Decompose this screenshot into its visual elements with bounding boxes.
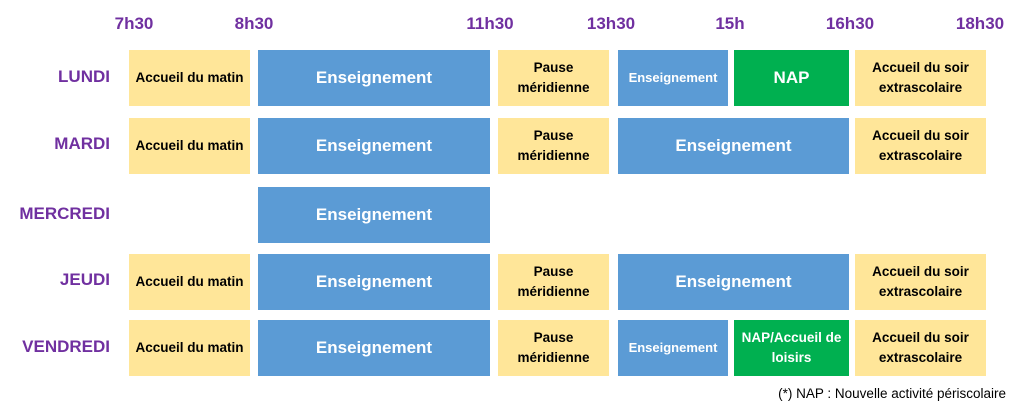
time-label-8h30: 8h30	[234, 14, 274, 33]
block-pause-meridienne: Pause méridienne	[498, 254, 609, 310]
block-accueil-soir: Accueil du soir extrascolaire	[855, 118, 986, 174]
block-enseignement: Enseignement	[618, 118, 849, 174]
block-nap: NAP	[734, 50, 849, 106]
block-accueil-matin: Accueil du matin	[129, 320, 250, 376]
block-enseignement: Enseignement	[618, 320, 728, 376]
block-pause-meridienne: Pause méridienne	[498, 118, 609, 174]
block-accueil-matin: Accueil du matin	[129, 118, 250, 174]
block-enseignement: Enseignement	[258, 50, 490, 106]
block-enseignement: Enseignement	[258, 187, 490, 243]
block-accueil-soir: Accueil du soir extrascolaire	[855, 50, 986, 106]
block-pause-meridienne: Pause méridienne	[498, 320, 609, 376]
block-nap-accueil-loisirs: NAP/Accueil de loisirs	[734, 320, 849, 376]
time-label-7h30: 7h30	[114, 14, 154, 33]
block-accueil-soir: Accueil du soir extrascolaire	[855, 254, 986, 310]
block-enseignement: Enseignement	[258, 254, 490, 310]
time-label-13h30: 13h30	[586, 14, 636, 33]
time-label-11h30: 11h30	[466, 14, 514, 33]
time-label-18h30: 18h30	[955, 14, 1005, 33]
block-enseignement: Enseignement	[258, 320, 490, 376]
day-label-lundi: LUNDI	[58, 67, 110, 86]
block-accueil-matin: Accueil du matin	[129, 254, 250, 310]
block-accueil-soir: Accueil du soir extrascolaire	[855, 320, 986, 376]
block-accueil-matin: Accueil du matin	[129, 50, 250, 106]
block-enseignement: Enseignement	[258, 118, 490, 174]
day-label-mardi: MARDI	[54, 134, 110, 153]
time-label-16h30: 16h30	[825, 14, 875, 33]
day-label-mercredi: MERCREDI	[19, 204, 110, 223]
block-enseignement: Enseignement	[618, 254, 849, 310]
block-enseignement: Enseignement	[618, 50, 728, 106]
block-pause-meridienne: Pause méridienne	[498, 50, 609, 106]
day-label-vendredi: VENDREDI	[22, 337, 110, 356]
footnote: (*) NAP : Nouvelle activité périscolaire	[778, 386, 1006, 401]
day-label-jeudi: JEUDI	[59, 270, 110, 289]
time-label-15h: 15h	[715, 14, 745, 33]
